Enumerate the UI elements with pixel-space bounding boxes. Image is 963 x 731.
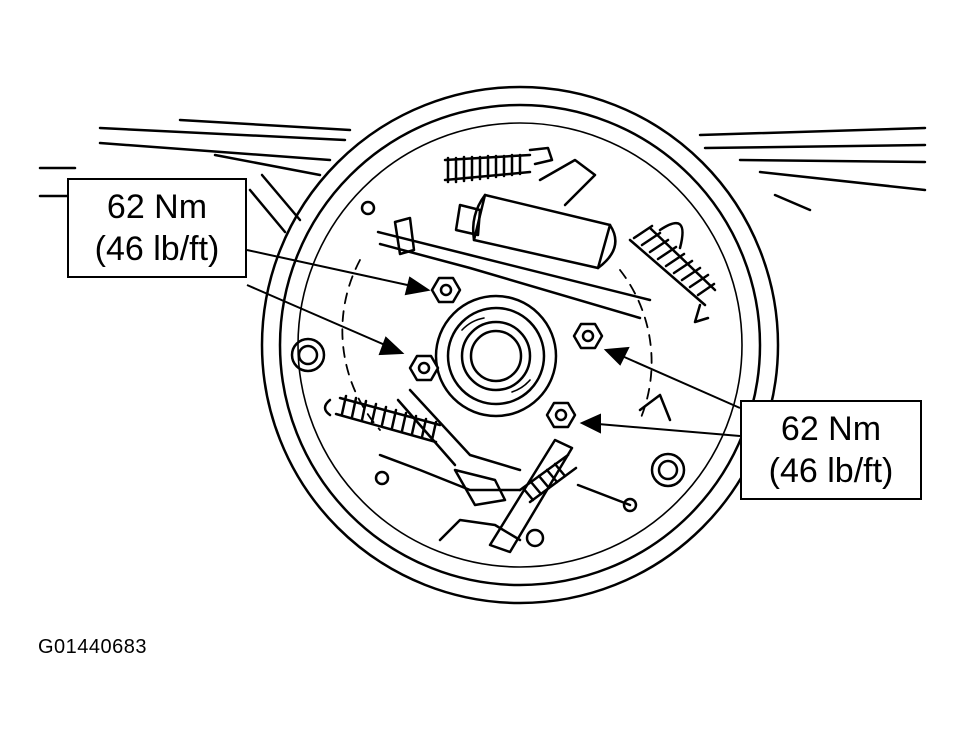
parking-brake-lever	[438, 438, 638, 554]
torque-value-metric: 62 Nm	[106, 188, 208, 226]
lower-return-spring	[323, 394, 442, 444]
leader-arrow-right-upper	[603, 346, 741, 409]
figure-id-label: G01440683	[38, 636, 148, 658]
torque-callout-right: 62 Nm (46 lb/ft)	[740, 400, 922, 500]
torque-callout-left: 62 Nm (46 lb/ft)	[67, 178, 247, 278]
guide-arcs	[341, 259, 653, 431]
torque-value-metric: 62 Nm	[780, 410, 882, 448]
axle-hub	[434, 294, 558, 418]
leader-arrow-right-lower	[579, 413, 741, 437]
torque-value-imperial: (46 lb/ft)	[768, 452, 894, 490]
upper-adjuster-link	[360, 200, 652, 320]
axle-housing-lines	[38, 118, 927, 234]
wheel-cylinder	[454, 158, 617, 270]
upper-return-spring	[443, 146, 554, 184]
mounting-nut-upper-left	[430, 276, 462, 304]
mounting-nut-upper-right	[572, 322, 604, 350]
mounting-nut-lower-left	[408, 354, 440, 382]
torque-value-imperial: (46 lb/ft)	[94, 230, 220, 268]
right-diagonal-spring	[628, 221, 717, 324]
lower-brake-shoe	[290, 337, 686, 492]
backing-plate	[260, 85, 780, 605]
leader-arrow-left-lower	[246, 284, 405, 356]
leader-arrow-left-upper	[246, 249, 431, 296]
mounting-nut-lower-right	[545, 401, 577, 429]
